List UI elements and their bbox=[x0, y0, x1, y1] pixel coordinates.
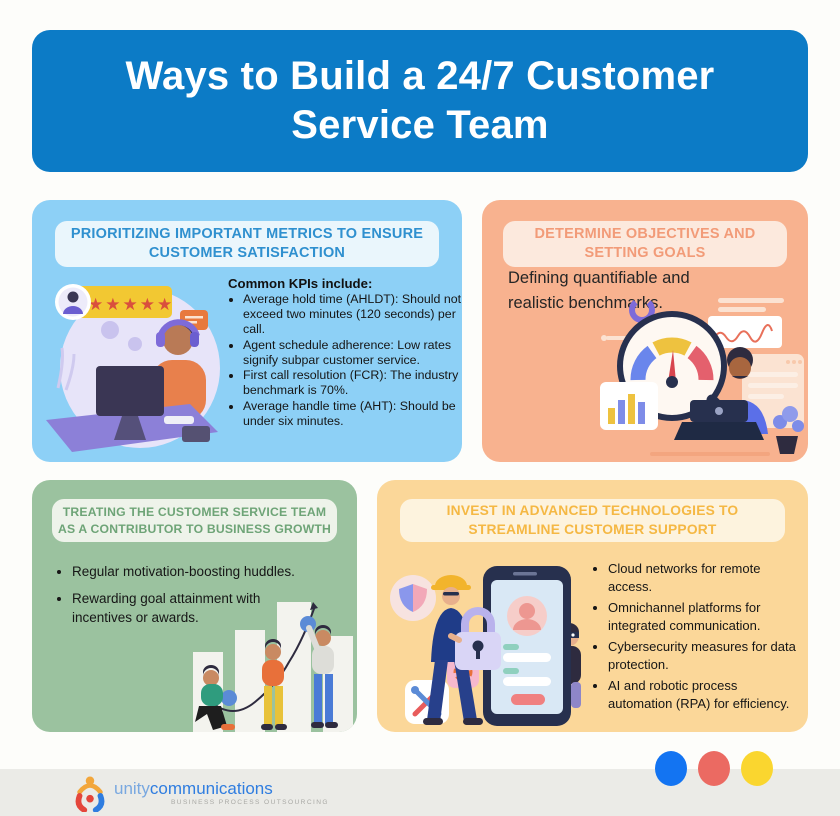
growth-team-illustration bbox=[177, 590, 355, 732]
objectives-body-text: Defining quantifiable and realistic benc… bbox=[508, 269, 690, 312]
shield-icon bbox=[399, 584, 413, 612]
card-objectives-title: DETERMINE OBJECTIVES AND SETTING GOALS bbox=[534, 225, 756, 261]
kpi-item: First call resolution (FCR): The industr… bbox=[243, 368, 462, 398]
card-technology: INVEST IN ADVANCED TECHNOLOGIES TO STREA… bbox=[377, 480, 808, 732]
card-technology-title: INVEST IN ADVANCED TECHNOLOGIES TO STREA… bbox=[446, 502, 739, 537]
security-tech-illustration bbox=[385, 540, 585, 730]
blue-dot bbox=[655, 751, 687, 786]
login-button-graphic bbox=[511, 694, 545, 705]
worker-head bbox=[442, 587, 460, 605]
kpi-list: Average hold time (AHLDT): Should not ex… bbox=[228, 292, 462, 429]
five-stars-icon: ★★★★★ bbox=[88, 295, 174, 315]
gauge-needle bbox=[668, 350, 676, 382]
brand-second: communications bbox=[149, 778, 273, 798]
person-gray bbox=[312, 646, 334, 674]
technology-item: Cloud networks for remote access. bbox=[608, 560, 799, 596]
brand-tagline: BUSINESS PROCESS OUTSOURCING bbox=[171, 799, 329, 807]
technology-text-block: Cloud networks for remote access. Omnich… bbox=[593, 560, 799, 716]
kpi-item: Average hold time (AHLDT): Should not ex… bbox=[243, 292, 462, 337]
kpi-intro: Common KPIs include: bbox=[228, 276, 373, 291]
gauge-analyst-illustration bbox=[590, 294, 808, 462]
growth-illustration-svg bbox=[193, 602, 353, 732]
person-green bbox=[201, 684, 223, 706]
card-objectives-title-pill: DETERMINE OBJECTIVES AND SETTING GOALS bbox=[503, 221, 787, 267]
gauge-illustration-svg bbox=[600, 297, 804, 456]
card-team-growth-title: TREATING THE CUSTOMER SERVICE TEAM AS A … bbox=[57, 504, 332, 536]
person-orange bbox=[262, 660, 284, 686]
agent-body bbox=[152, 360, 206, 420]
technology-list: Cloud networks for remote access. Omnich… bbox=[593, 560, 799, 713]
agent-illustration-svg: ★★★★★ bbox=[46, 284, 220, 452]
hard-hat-icon bbox=[435, 575, 467, 586]
team-growth-list: Regular motivation-boosting huddles. Rew… bbox=[56, 562, 306, 628]
brand-first: unity bbox=[114, 778, 150, 798]
kpi-item: Average handle time (AHT): Should be und… bbox=[243, 399, 462, 429]
agent-head bbox=[163, 325, 193, 355]
padlock-shackle bbox=[461, 607, 495, 636]
technology-item: Omnichannel platforms for integrated com… bbox=[608, 599, 799, 635]
red-dot bbox=[698, 751, 730, 786]
card-team-growth: TREATING THE CUSTOMER SERVICE TEAM AS A … bbox=[32, 480, 357, 732]
customer-support-agent-illustration: ★★★★★ bbox=[40, 268, 225, 456]
team-growth-item: Regular motivation-boosting huddles. bbox=[72, 562, 306, 582]
plant-pot bbox=[776, 436, 798, 454]
security-illustration-svg bbox=[390, 566, 581, 726]
card-team-growth-title-pill: TREATING THE CUSTOMER SERVICE TEAM AS A … bbox=[52, 499, 337, 542]
card-metrics-title: PRIORITIZING IMPORTANT METRICS TO ENSURE… bbox=[70, 225, 424, 261]
unity-logo-icon bbox=[75, 776, 105, 812]
monitor bbox=[96, 366, 164, 416]
header-banner: Ways to Build a 24/7 Customer Service Te… bbox=[32, 30, 808, 172]
page-title: Ways to Build a 24/7 Customer Service Te… bbox=[125, 54, 715, 147]
technology-item: Cybersecurity measures for data protecti… bbox=[608, 638, 799, 674]
tablet-on-desk bbox=[182, 426, 210, 442]
line-node bbox=[221, 690, 237, 706]
card-technology-title-pill: INVEST IN ADVANCED TECHNOLOGIES TO STREA… bbox=[400, 499, 785, 542]
profile-avatar-icon bbox=[519, 603, 535, 619]
laptop bbox=[674, 422, 764, 440]
logo-text: unitycommunications BUSINESS PROCESS OUT… bbox=[114, 778, 329, 807]
team-growth-text-block: Regular motivation-boosting huddles. Rew… bbox=[56, 562, 306, 635]
technology-item: AI and robotic process automation (RPA) … bbox=[608, 677, 799, 713]
kpi-item: Agent schedule adherence: Low rates sign… bbox=[243, 338, 462, 368]
team-growth-item: Rewarding goal attainment with incentive… bbox=[72, 589, 306, 628]
rating-banner bbox=[64, 286, 172, 318]
company-logo: unitycommunications BUSINESS PROCESS OUT… bbox=[73, 774, 329, 812]
brand-name: unitycommunications bbox=[114, 778, 329, 799]
card-metrics: PRIORITIZING IMPORTANT METRICS TO ENSURE… bbox=[32, 200, 462, 462]
headset-icon bbox=[157, 319, 200, 339]
card-objectives: DETERMINE OBJECTIVES AND SETTING GOALS D… bbox=[482, 200, 808, 462]
kpi-text-block: Common KPIs include: Average hold time (… bbox=[228, 276, 462, 430]
card-metrics-title-pill: PRIORITIZING IMPORTANT METRICS TO ENSURE… bbox=[55, 221, 439, 267]
yellow-dot bbox=[741, 751, 773, 786]
growth-bar bbox=[235, 630, 265, 732]
keyboard bbox=[164, 416, 194, 424]
